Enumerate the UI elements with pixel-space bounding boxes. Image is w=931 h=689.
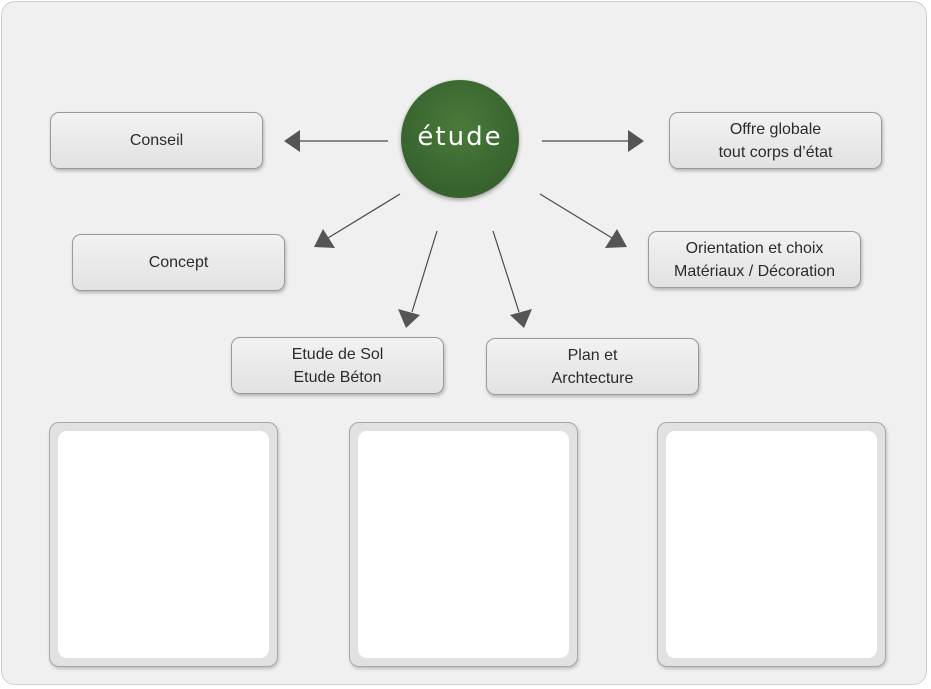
arrow-line-etude-sol: [411, 230, 438, 313]
content-panel-3-inner: [666, 431, 877, 658]
node-orientation-line-1: Orientation et choix: [685, 239, 824, 257]
arrow-head-etude-sol: [398, 309, 420, 328]
node-etude-sol-line-1: Etude de Sol: [291, 345, 384, 363]
arrow-line-orientation: [539, 193, 613, 239]
node-conseil: Conseil: [50, 112, 263, 169]
arrow-head-offre: [628, 130, 644, 152]
arrow-line-plan: [492, 230, 520, 313]
arrow-head-conseil: [284, 130, 300, 152]
node-concept-label: Concept: [148, 254, 209, 271]
etude-hub-circle: étude: [401, 80, 519, 198]
content-panel-1: [49, 422, 278, 667]
content-panel-2: [349, 422, 578, 667]
node-etude-sol-line-2: Etude Béton: [293, 368, 382, 386]
node-conseil-label: Conseil: [129, 132, 184, 149]
node-concept: Concept: [72, 234, 285, 291]
arrow-head-orientation: [605, 229, 627, 248]
arrow-head-concept: [314, 229, 335, 248]
node-plan-architecture: Plan et Archtecture: [486, 338, 699, 395]
arrow-head-plan: [510, 309, 532, 328]
node-orientation-line-2: Matériaux / Décoration: [674, 262, 835, 280]
node-etude-sol: Etude de Sol Etude Béton: [231, 337, 444, 394]
node-orientation: Orientation et choix Matériaux / Décorat…: [648, 231, 861, 288]
content-panel-3: [657, 422, 886, 667]
content-panel-1-inner: [58, 431, 269, 658]
node-offre-line-1: Offre globale: [729, 120, 822, 138]
node-plan-line-1: Plan et: [567, 346, 618, 364]
content-panel-2-inner: [358, 431, 569, 658]
arrow-line-concept: [327, 193, 401, 239]
node-plan-line-2: Archtecture: [551, 369, 634, 387]
node-offre-line-2: tout corps d’état: [718, 143, 833, 161]
node-offre-globale: Offre globale tout corps d’état: [669, 112, 882, 169]
hub-label: étude: [417, 122, 503, 152]
